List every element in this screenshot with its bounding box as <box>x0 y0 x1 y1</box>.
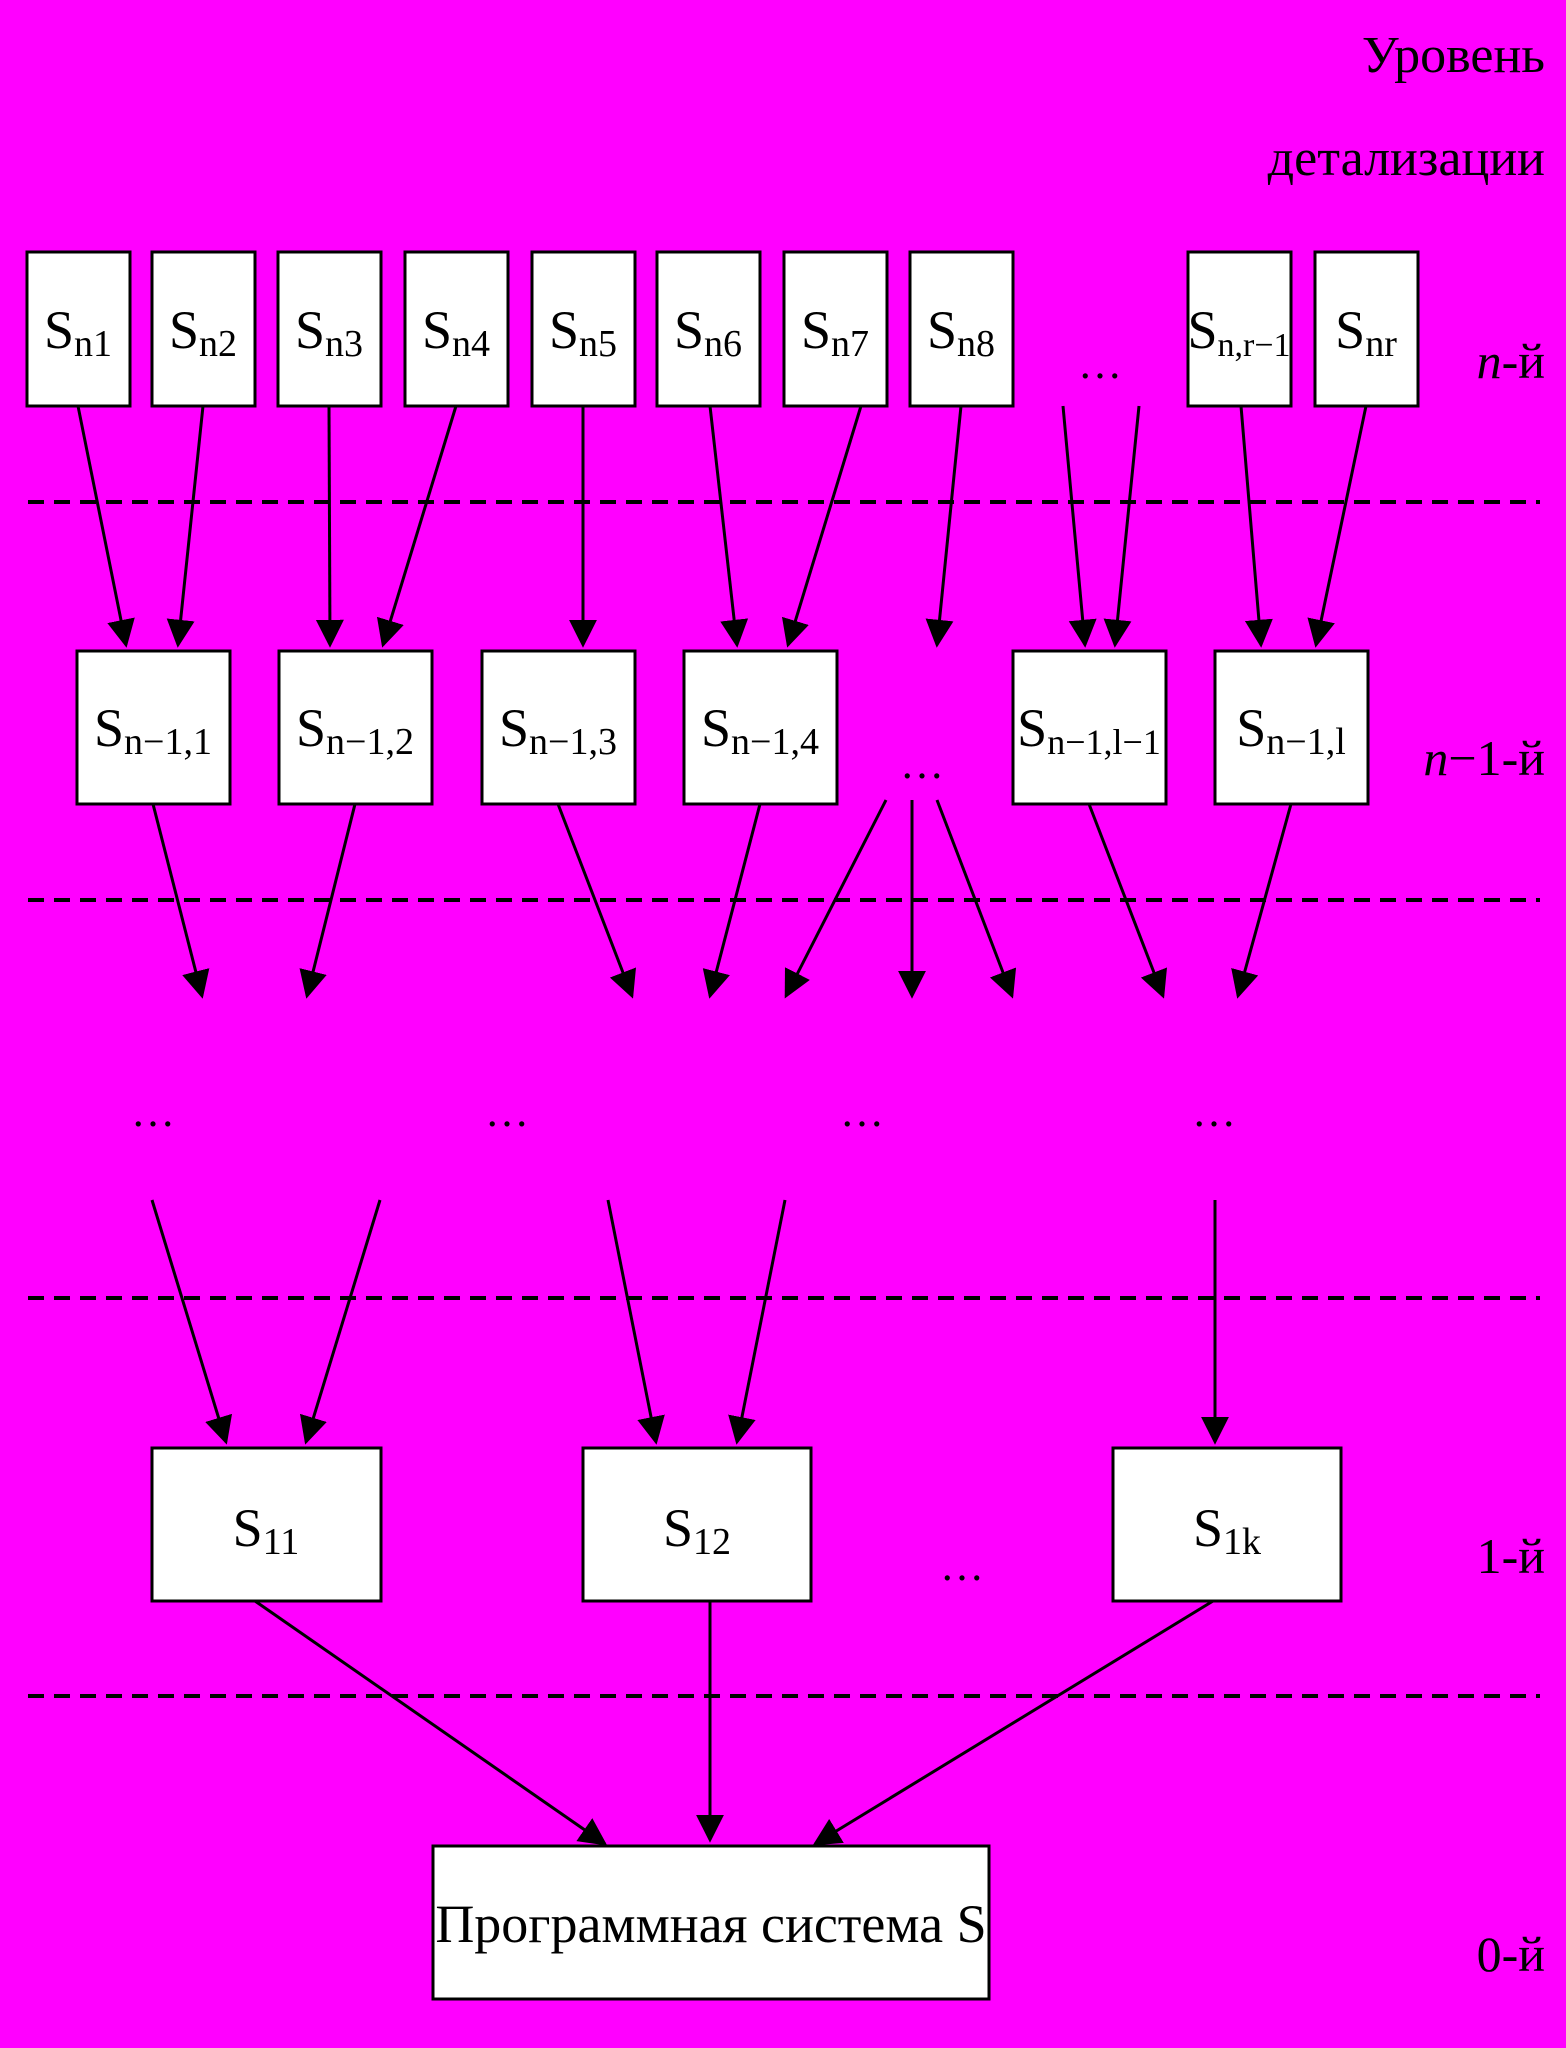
arrow <box>76 405 135 648</box>
node-s-n8: Sn8 <box>908 250 1015 408</box>
level-label-1: 1-й <box>1477 1528 1545 1584</box>
svg-text:Sn2: Sn2 <box>169 300 237 365</box>
svg-text:Sn1: Sn1 <box>44 300 112 365</box>
arrow <box>299 1199 382 1445</box>
arrow <box>1231 803 1293 999</box>
ellipsis-mid-2: … <box>485 1087 529 1136</box>
node-s-1k: S1k <box>1111 1446 1343 1603</box>
arrow <box>925 405 963 648</box>
ellipsis-level-n-minus-1: … <box>900 739 944 788</box>
arrow <box>708 405 749 648</box>
svg-text:Sn5: Sn5 <box>549 300 617 365</box>
ellipsis-mid-3: … <box>840 1087 884 1136</box>
arrow <box>254 1599 608 1846</box>
header-line-2: детализации <box>1268 130 1545 187</box>
arrow <box>166 405 205 648</box>
arrow <box>1087 803 1168 999</box>
arrow <box>781 405 863 648</box>
svg-text:Sn,r−1: Sn,r−1 <box>1187 300 1290 364</box>
node-s-n-1-2: Sn−1,2 <box>277 649 434 806</box>
node-s-n2: Sn2 <box>150 250 257 408</box>
arrow <box>1103 405 1141 648</box>
ellipsis-mid-4: … <box>1192 1087 1236 1136</box>
node-s-n-r-minus-1: Sn,r−1 <box>1186 250 1293 408</box>
arrow <box>728 1199 787 1445</box>
arrow <box>150 1199 233 1445</box>
svg-text:Sn−1,3: Sn−1,3 <box>499 698 617 763</box>
level-label-n: n-й <box>1477 333 1545 389</box>
node-s-n6: Sn6 <box>655 250 762 408</box>
svg-text:Sn−1,l: Sn−1,l <box>1236 698 1346 763</box>
svg-text:Sn4: Sn4 <box>422 300 490 365</box>
arrow <box>1239 405 1273 648</box>
svg-text:Sn8: Sn8 <box>927 300 995 365</box>
arrow <box>315 405 344 648</box>
arrow <box>784 799 888 999</box>
svg-text:S12: S12 <box>663 1498 731 1563</box>
arrows <box>76 405 1368 1846</box>
svg-text:Sn−1,4: Sn−1,4 <box>701 698 819 763</box>
node-s-n5: Sn5 <box>530 250 637 408</box>
node-s-n4: Sn4 <box>403 250 510 408</box>
svg-text:Sn−1,2: Sn−1,2 <box>296 698 414 763</box>
node-s-n-1-1: Sn−1,1 <box>75 649 232 806</box>
svg-text:Sn−1,l−1: Sn−1,l−1 <box>1017 698 1161 762</box>
ellipsis-mid-1: … <box>131 1087 175 1136</box>
node-s-n1: Sn1 <box>25 250 132 408</box>
arrow <box>151 803 210 999</box>
arrow <box>556 803 637 999</box>
header-line-1: Уровень <box>1362 27 1545 84</box>
node-s-12: S12 <box>581 1446 813 1603</box>
node-s-n3: Sn3 <box>276 250 383 408</box>
node-s-n-1-l-minus-1: Sn−1,l−1 <box>1011 649 1168 806</box>
arrow <box>1307 405 1368 648</box>
arrow <box>935 799 1017 999</box>
arrow <box>299 803 357 999</box>
svg-text:Sn3: Sn3 <box>295 300 363 365</box>
arrow <box>1061 405 1097 648</box>
node-s-n7: Sn7 <box>782 250 889 408</box>
level-label-n-minus-1: n−1-й <box>1423 730 1545 786</box>
arrow <box>702 803 762 999</box>
node-s-11: S11 <box>150 1446 383 1603</box>
node-root-program-system: Программная система S <box>431 1844 991 2001</box>
node-s-n-1-l: Sn−1,l <box>1213 649 1370 806</box>
svg-text:S11: S11 <box>233 1498 300 1563</box>
svg-text:Snr: Snr <box>1335 300 1397 365</box>
node-s-n-1-3: Sn−1,3 <box>480 649 637 806</box>
svg-text:Программная система S: Программная система S <box>435 1894 986 1954</box>
node-s-nr: Snr <box>1313 250 1420 408</box>
svg-text:S1k: S1k <box>1193 1498 1261 1563</box>
svg-text:Sn7: Sn7 <box>801 300 869 365</box>
arrow <box>606 1199 665 1445</box>
node-s-n-1-4: Sn−1,4 <box>682 649 839 806</box>
arrow <box>376 405 458 648</box>
ellipsis-level-n: … <box>1078 339 1122 388</box>
level-label-0: 0-й <box>1477 1926 1545 1982</box>
ellipsis-level-1: … <box>940 1541 984 1590</box>
arrow <box>812 1599 1214 1846</box>
svg-text:Sn6: Sn6 <box>674 300 742 365</box>
svg-text:Sn−1,1: Sn−1,1 <box>94 698 212 763</box>
